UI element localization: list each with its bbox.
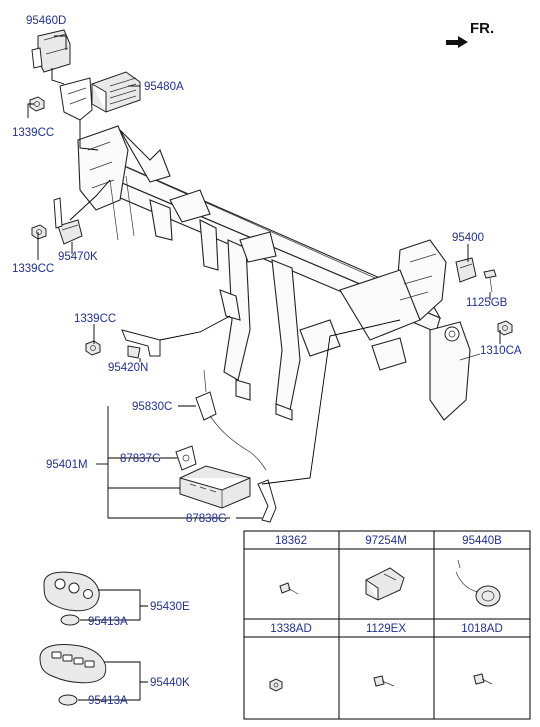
label-1310CA: 1310CA xyxy=(480,345,522,357)
front-arrow-icon xyxy=(446,36,468,48)
label-1339CC-low: 1339CC xyxy=(74,313,116,325)
table-header-95440B: 95440B xyxy=(462,535,502,547)
bolt-1339CC-low xyxy=(85,340,101,356)
control-unit-box xyxy=(179,465,251,509)
clip-87837G xyxy=(175,445,197,471)
label-95830C: 95830C xyxy=(132,401,172,413)
table-header-97254M: 97254M xyxy=(365,535,407,547)
key-fob-95430E xyxy=(43,571,100,612)
label-95413A-1: 95413A xyxy=(88,616,128,628)
module-95460D xyxy=(31,29,71,85)
module-95470K xyxy=(53,179,111,245)
bracket-95420N xyxy=(121,315,231,359)
label-95420N: 95420N xyxy=(108,362,148,374)
crash-pad-cross-member xyxy=(77,125,481,421)
module-95480A xyxy=(91,71,141,113)
label-1339CC-mid: 1339CC xyxy=(12,263,54,275)
bolt-1339CC-top xyxy=(29,96,45,112)
part-1338AD-icon xyxy=(269,678,283,692)
label-95440K: 95440K xyxy=(150,677,190,689)
label-95430E: 95430E xyxy=(150,601,190,613)
bolt-1339CC-mid xyxy=(31,224,47,240)
battery-95413A-2 xyxy=(58,694,78,706)
label-95480A: 95480A xyxy=(144,81,184,93)
label-87837G: 87837G xyxy=(120,453,161,465)
sensor-95400 xyxy=(455,257,477,283)
harness-95830C xyxy=(195,369,267,471)
table-header-1018AD: 1018AD xyxy=(461,623,503,635)
front-label: FR. xyxy=(470,20,494,37)
table-header-1129EX: 1129EX xyxy=(366,623,406,635)
label-87838G: 87838G xyxy=(186,513,227,525)
smart-key-95440K xyxy=(39,644,107,684)
nut-1310CA xyxy=(497,320,513,336)
front-direction-indicator: FR. xyxy=(446,20,494,48)
label-95400: 95400 xyxy=(452,232,484,244)
table-header-1338AD: 1338AD xyxy=(270,623,312,635)
part-1129EX-icon xyxy=(373,675,395,687)
small-parts-table: 18362 97254M 95440B 1338AD 1129EX 1018AD xyxy=(243,530,531,720)
label-1339CC-top: 1339CC xyxy=(12,127,54,139)
battery-95413A-1 xyxy=(60,614,80,626)
part-18362-icon xyxy=(279,582,299,595)
part-97254M-icon xyxy=(365,567,405,601)
cable-87838G xyxy=(257,319,401,523)
label-95460D: 95460D xyxy=(26,15,66,27)
part-95440B-icon xyxy=(455,559,501,607)
label-95401M: 95401M xyxy=(46,459,88,471)
leader-lines xyxy=(27,35,501,701)
bolt-1125GB xyxy=(483,269,497,293)
part-1018AD-icon xyxy=(473,673,493,685)
label-95470K: 95470K xyxy=(58,251,98,263)
label-1125GB: 1125GB xyxy=(466,297,508,309)
ecu-bracket xyxy=(59,77,99,151)
table-header-18362: 18362 xyxy=(275,535,307,547)
label-95413A-2: 95413A xyxy=(88,695,128,707)
callout-labels: 95460D 95480A 1339CC 1339CC 95470K 95400… xyxy=(12,15,522,707)
